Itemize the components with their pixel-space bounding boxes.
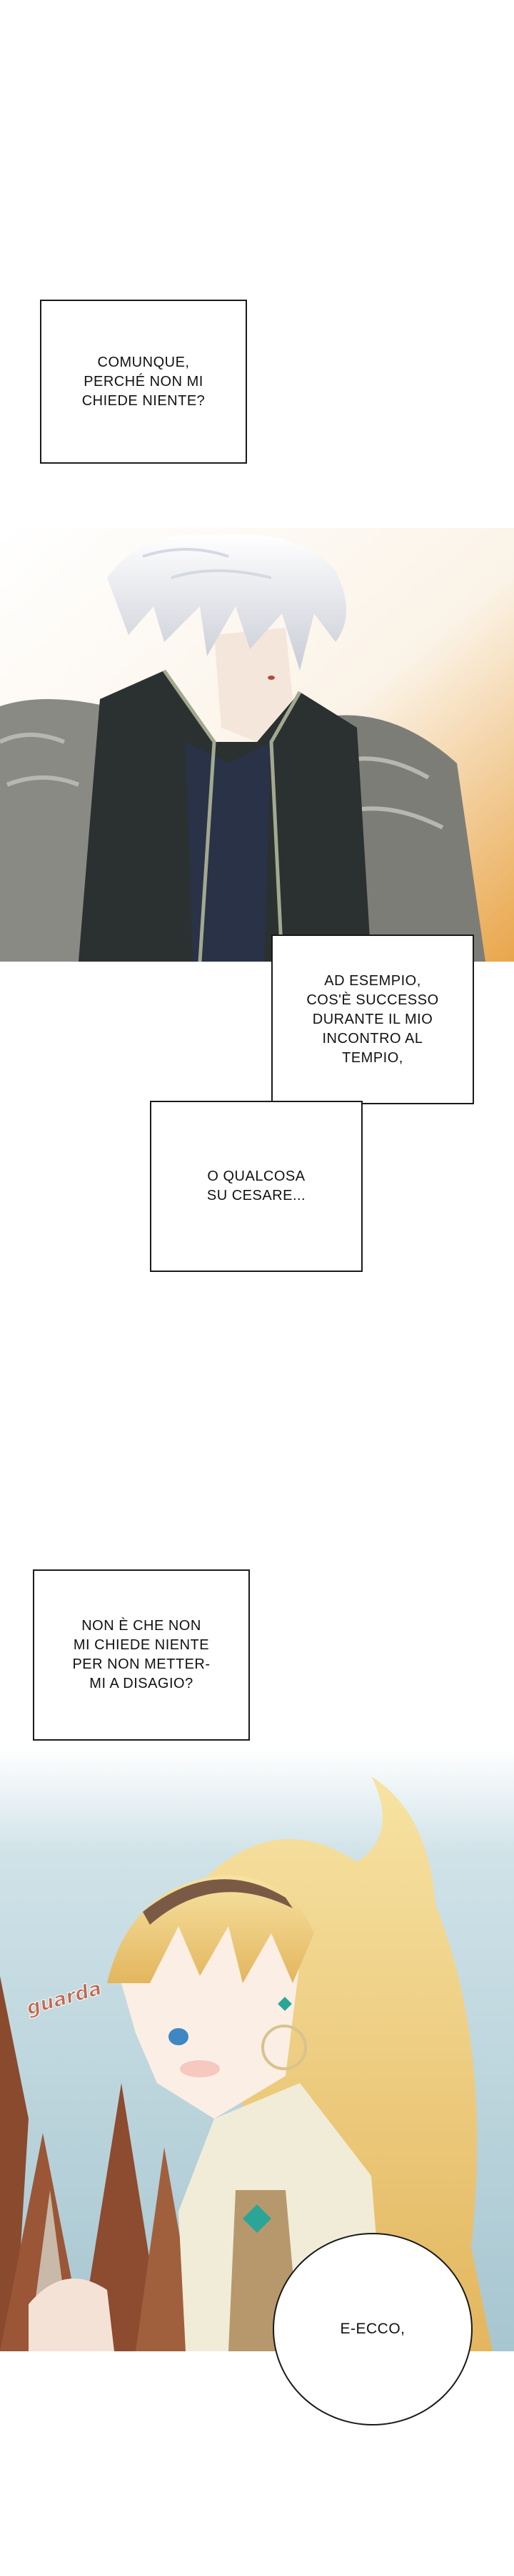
woman-illustration	[0, 1748, 514, 2351]
caption-box-1: COMUNQUE, PERCHÉ NON MI CHIEDE NIENTE?	[40, 300, 247, 464]
caption-box-4: NON È CHE NON MI CHIEDE NIENTE PER NON M…	[33, 1569, 250, 1741]
caption-text-2: AD ESEMPIO, COS'È SUCCESSO DURANTE IL MI…	[306, 972, 439, 1066]
panel-man-portrait	[0, 528, 514, 962]
caption-box-3: O QUALCOSA SU CESARE...	[150, 1101, 363, 1272]
caption-text-4: NON È CHE NON MI CHIEDE NIENTE PER NON M…	[72, 1618, 211, 1691]
speech-text: E-ECCO,	[340, 2321, 405, 2337]
caption-box-2: AD ESEMPIO, COS'È SUCCESSO DURANTE IL MI…	[271, 935, 474, 1104]
panel-woman-portrait: guarda	[0, 1748, 514, 2351]
man-illustration	[0, 528, 514, 962]
caption-text-1: COMUNQUE, PERCHÉ NON MI CHIEDE NIENTE?	[81, 354, 206, 409]
caption-text-3: O QUALCOSA SU CESARE...	[206, 1169, 306, 1203]
speech-bubble: E-ECCO,	[273, 2233, 473, 2425]
